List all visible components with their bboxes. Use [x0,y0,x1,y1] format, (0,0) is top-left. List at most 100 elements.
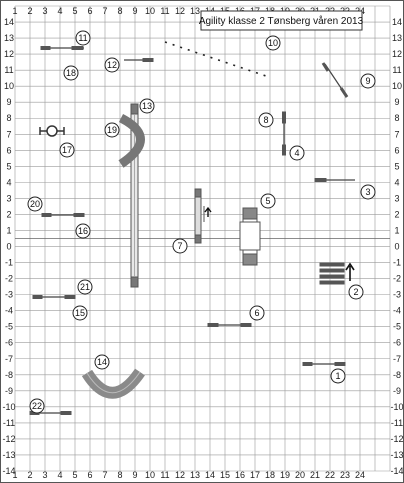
x-axis-label: 4 [57,470,62,480]
y-axis-label-left: -8 [5,370,13,380]
x-axis-label: 10 [145,6,155,16]
obstacle-label-2: 2 [348,284,364,300]
x-axis-label: 16 [235,470,245,480]
y-axis-label-right: -8 [393,370,401,380]
obstacle-number: 21 [80,282,90,292]
corner-label-bottom: 1 [12,470,17,480]
obstacle-label-18: 18 [63,65,79,81]
y-axis-label-left: 6 [6,145,11,155]
y-axis-label-left: 14 [4,17,14,27]
hurdle-1 [302,362,346,366]
y-axis-label-left: -1 [5,258,13,268]
x-axis-label: 10 [145,470,155,480]
obstacle-number: 7 [177,241,182,251]
seesaw-7 [194,188,212,244]
x-axis-label: 24 [355,470,365,480]
obstacle-label-12: 12 [104,57,120,73]
tyre-17 [39,125,65,137]
x-axis-label: 9 [132,6,137,16]
obstacle-label-22: 22 [29,398,45,414]
hurdle-6 [207,323,252,327]
y-axis-label-right: -9 [393,386,401,396]
dogwalk-13 [130,103,139,288]
y-axis-label-left: -6 [5,338,13,348]
obstacle-number: 2 [353,287,358,297]
y-axis-label-left: -3 [5,290,13,300]
x-axis-label: 6 [87,6,92,16]
y-axis-label-left: 2 [6,209,11,219]
obstacle-label-14: 14 [94,354,110,370]
obstacle-label-5: 5 [260,193,276,209]
obstacle-number: 8 [263,115,268,125]
y-axis-label-left: -12 [2,434,15,444]
obstacle-number: 3 [365,187,370,197]
y-axis-label-left: 11 [4,65,13,75]
obstacle-label-6: 6 [249,305,265,321]
obstacle-number: 13 [142,101,152,111]
y-axis-label-right: -2 [393,274,401,284]
course-title: Agility klasse 2 Tønsberg våren 2013 [199,15,364,27]
y-axis-label-right: -3 [393,290,401,300]
x-axis-label: 13 [190,6,200,16]
obstacle-number: 19 [107,125,117,135]
obstacle-label-10: 10 [265,35,281,51]
x-axis-label: 7 [102,6,107,16]
obstacle-label-21: 21 [77,279,93,295]
y-axis-label-right: 1 [394,225,399,235]
obstacle-number: 10 [268,38,278,48]
y-axis-label-left: 12 [4,49,14,59]
x-axis-label: 12 [175,6,185,16]
y-axis-label-right: 3 [394,193,399,203]
y-axis-label-left: 10 [4,81,14,91]
obstacle-numbers: 11 12 18 10 9 13 19 8 17 4 3 5 20 16 7 2… [27,30,376,414]
y-axis-label-left: 3 [6,193,11,203]
axis-labels: 2233445566778899101011111212131314141515… [2,6,403,480]
obstacle-label-9: 9 [360,73,376,89]
tunnel-14 [81,368,145,399]
y-axis-label-right: -7 [393,354,401,364]
y-axis-label-right: -4 [393,306,401,316]
hurdle-12 [124,58,154,62]
x-axis-label: 3 [42,470,47,480]
y-axis-label-left: -2 [5,274,13,284]
y-axis-label-right: -1 [393,258,401,268]
obstacle-number: 5 [265,196,270,206]
obstacle-number: 1 [335,371,340,381]
obstacle-number: 9 [365,76,370,86]
obstacle-number: 15 [75,308,85,318]
y-axis-label-left: -7 [5,354,13,364]
obstacle-number: 14 [97,357,107,367]
x-axis-label: 8 [117,470,122,480]
y-axis-label-left: 7 [6,129,11,139]
x-axis-label: 22 [325,470,335,480]
hurdle-11 [40,46,84,50]
y-axis-label-right: 8 [394,113,399,123]
y-axis-label-right: 9 [394,97,399,107]
x-axis-label: 21 [310,470,320,480]
x-axis-label: 2 [27,470,32,480]
x-axis-label: 7 [102,470,107,480]
y-axis-label-left: -11 [3,418,15,428]
obstacle-label-16: 16 [75,223,91,239]
obstacle-number: 17 [62,145,72,155]
y-axis-label-left: 8 [6,113,11,123]
tyre-19 [118,113,145,168]
obstacle-number: 16 [78,226,88,236]
x-axis-label: 5 [72,470,77,480]
y-axis-label-left: -4 [5,306,13,316]
y-axis-label-right: 4 [394,177,399,187]
obstacle-label-19: 19 [104,122,120,138]
y-axis-label-left: 9 [6,97,11,107]
x-axis-label: 2 [27,6,32,16]
y-axis-label-right: -11 [391,418,403,428]
hurdle-15 [32,295,76,299]
y-axis-label-right: 5 [394,161,399,171]
y-axis-label-right: 11 [392,65,401,75]
x-axis-label: 18 [265,470,275,480]
hurdle-3 [314,178,355,182]
obstacle-label-13: 13 [139,98,155,114]
x-axis-label: 17 [250,470,260,480]
corner-label-top: 1 [12,6,17,16]
y-axis-label-right: -5 [393,322,401,332]
